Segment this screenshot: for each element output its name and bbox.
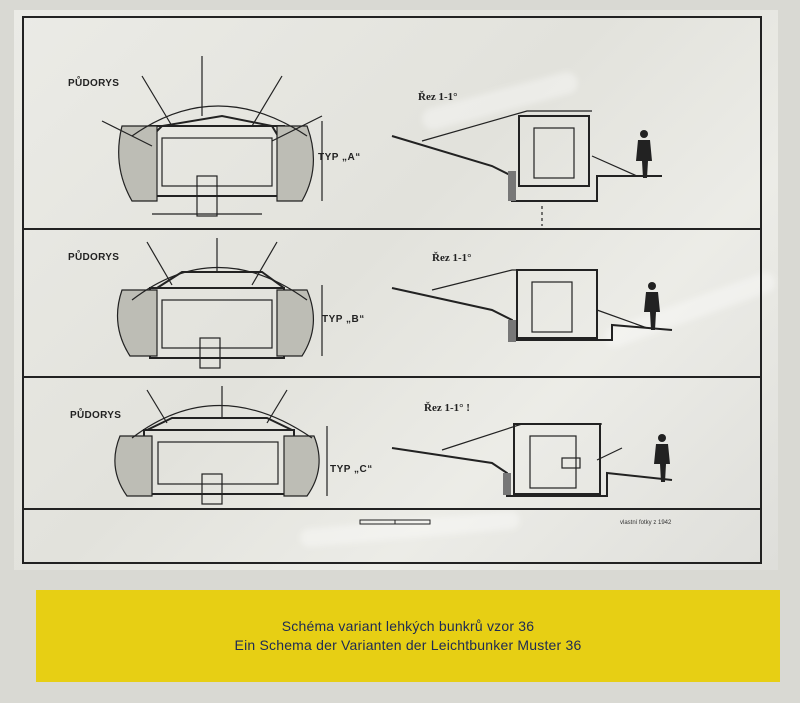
section-label: Řez 1-1° ! (424, 402, 470, 414)
caption-german: Ein Schema der Varianten der Leichtbunke… (234, 637, 582, 653)
variant-row-c: PŮDORYS TYP „C“ Řez 1-1° ! (22, 378, 762, 510)
diagram-frame (22, 16, 762, 564)
type-label: TYP „A“ (318, 152, 361, 163)
variant-b-drawing (116, 238, 673, 369)
variant-row-b: PŮDORYS TYP „B“ Řez 1-1° (22, 230, 762, 378)
type-label: TYP „B“ (322, 314, 365, 325)
section-label: Řez 1-1° (418, 91, 458, 103)
variant-row-a: PŮDORYS TYP „A“ Řez 1-1° (22, 16, 762, 230)
plan-label: PŮDORYS (70, 410, 122, 421)
variant-a-drawing (101, 56, 662, 226)
caption-czech: Schéma variant lehkých bunkrů vzor 36 (281, 618, 535, 634)
type-label: TYP „C“ (330, 464, 373, 475)
variant-c-drawing (114, 386, 673, 505)
caption-box: Schéma variant lehkých bunkrů vzor 36 Ei… (36, 590, 780, 682)
section-label: Řez 1-1° (432, 252, 472, 264)
plan-label: PŮDORYS (68, 252, 120, 263)
scale-bar (359, 519, 431, 525)
plan-label: PŮDORYS (68, 78, 120, 89)
footnote: vlastní fotky z 1942 (620, 520, 672, 526)
